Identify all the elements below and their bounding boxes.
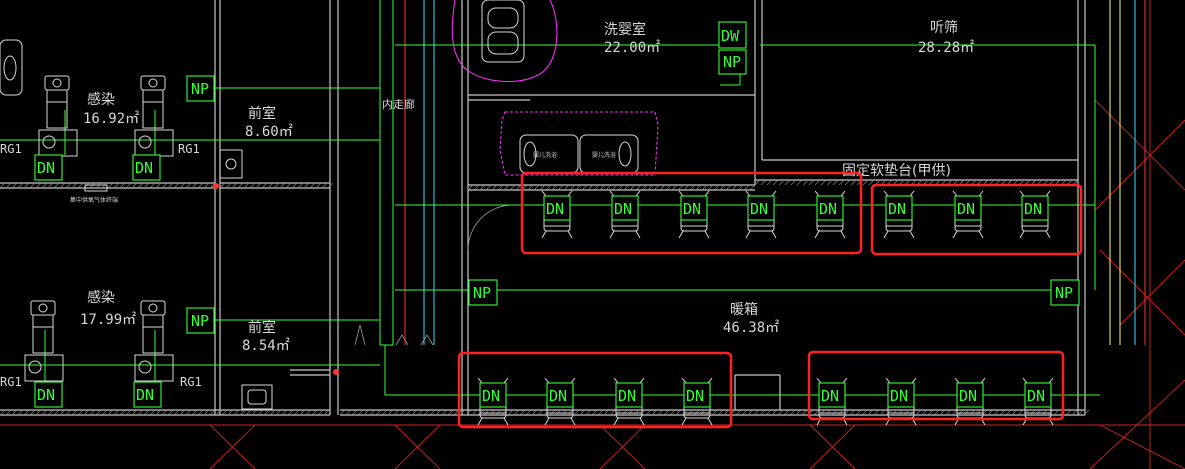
- dn-tag[interactable]: DN: [132, 154, 161, 181]
- walls: [0, 0, 1086, 416]
- incubator-units: DN DN DN DN DN DN DN DN DN DN DN DN DN DN DN DN DN DN DN DN: [34, 154, 1054, 426]
- highlight-boxes: [457, 171, 1083, 429]
- dn-incubator-unit[interactable]: DN: [681, 377, 713, 426]
- dn-incubator-unit[interactable]: DN: [678, 190, 710, 239]
- room-area-anteroom-bottom: 8.54㎡: [242, 338, 290, 354]
- bed-fixture: [134, 300, 174, 382]
- svg-text:DW: DW: [721, 27, 740, 45]
- dn-tag-label: DN: [136, 386, 154, 404]
- room-name-anteroom-top: 前室: [248, 105, 276, 122]
- dn-incubator-unit[interactable]: DN: [541, 190, 573, 239]
- rg1-label-top-right: RG1: [178, 142, 200, 156]
- room-area-listen: 28.28㎡: [918, 40, 974, 56]
- dn-tag-label: DN: [957, 200, 975, 218]
- bed-fixture: [38, 75, 78, 157]
- room-name-corridor: 内走廊: [382, 97, 415, 111]
- room-name-bath: 洗婴室: [604, 21, 646, 38]
- dn-tag[interactable]: DN: [34, 154, 63, 181]
- room-area-warm: 46.38㎡: [723, 320, 779, 336]
- rg1-label-bottom-right: RG1: [180, 375, 202, 389]
- room-name-fixed: 固定软垫台(甲供): [842, 163, 951, 179]
- room-area-infect-top: 16.92㎡: [83, 111, 139, 127]
- rg1-label-top-left: RG1: [0, 142, 22, 156]
- dn-tag-label: DN: [1024, 200, 1042, 218]
- dn-incubator-unit[interactable]: DN: [609, 190, 641, 239]
- dn-tag-label: DN: [37, 159, 55, 177]
- baby-bath-label-2: 婴儿洗浴: [592, 151, 616, 159]
- dn-incubator-unit[interactable]: DN: [1022, 377, 1054, 426]
- dn-tag-label: DN: [135, 159, 153, 177]
- dn-incubator-unit[interactable]: DN: [954, 377, 986, 426]
- dn-tag-label: DN: [614, 200, 632, 218]
- dn-incubator-unit[interactable]: DN: [1019, 190, 1051, 239]
- dn-incubator-unit[interactable]: DN: [477, 377, 509, 426]
- dn-incubator-unit[interactable]: DN: [814, 190, 846, 239]
- bed-fixture: [134, 75, 174, 157]
- dn-incubator-unit[interactable]: DN: [883, 190, 915, 239]
- gas-terminal-note: 集中供氧气体终端: [70, 196, 118, 204]
- hospital-beds: [24, 75, 174, 382]
- room-area-anteroom-top: 8.60㎡: [245, 124, 293, 140]
- rg-labels: RG1 RG1 RG1 RG1: [0, 142, 202, 389]
- dn-tag-label: DN: [821, 387, 839, 405]
- room-name-anteroom-bottom: 前室: [248, 319, 276, 336]
- room-name-warm: 暖箱: [730, 302, 758, 318]
- dn-tag-label: DN: [819, 200, 837, 218]
- np-tags: NP NP NP NP NP DW: [186, 21, 1080, 334]
- bath-fixture-outline: [451, 0, 659, 176]
- dn-tag-label: DN: [959, 387, 977, 405]
- svg-text:NP: NP: [191, 80, 209, 98]
- dn-tag-label: DN: [683, 200, 701, 218]
- room-area-infect-bottom: 17.99㎡: [80, 312, 136, 328]
- dn-tag-label: DN: [1027, 387, 1045, 405]
- dn-tag-label: DN: [618, 387, 636, 405]
- dn-tag-label: DN: [549, 387, 567, 405]
- np-tag[interactable]: NP: [186, 75, 215, 102]
- corridor-pipes: [354, 0, 1146, 346]
- dn-tag-label: DN: [888, 200, 906, 218]
- svg-text:NP: NP: [473, 284, 491, 302]
- dn-tag-label: DN: [37, 386, 55, 404]
- room-labels: 感染 16.92㎡ 前室 8.60㎡ 内走廊 洗婴室 22.00㎡ 听筛 28.…: [70, 20, 974, 354]
- dn-tag-label: DN: [890, 387, 908, 405]
- dn-incubator-unit[interactable]: DN: [816, 377, 848, 426]
- sinks: [84, 149, 339, 410]
- dn-incubator-unit[interactable]: DN: [952, 190, 984, 239]
- baby-baths: 婴儿洗浴 婴儿洗浴: [0, 0, 639, 174]
- room-area-bath: 22.00㎡: [604, 40, 660, 56]
- np-tag[interactable]: NP: [718, 49, 747, 75]
- dn-incubator-unit[interactable]: DN: [745, 190, 777, 239]
- bed-fixture: [24, 300, 64, 382]
- np-tag[interactable]: NP: [186, 307, 215, 334]
- room-name-infect-top: 感染: [87, 91, 115, 108]
- baby-bath-label-1: 婴儿洗浴: [533, 151, 557, 159]
- rg1-label-bottom-left: RG1: [0, 375, 22, 389]
- room-name-infect-bottom: 感染: [87, 289, 115, 306]
- np-tag[interactable]: NP: [468, 279, 498, 306]
- dw-tag[interactable]: DW: [718, 21, 747, 49]
- dn-tag-label: DN: [686, 387, 704, 405]
- dn-tag[interactable]: DN: [133, 381, 162, 408]
- svg-text:NP: NP: [1055, 284, 1073, 302]
- svg-text:NP: NP: [191, 312, 209, 330]
- dn-incubator-unit[interactable]: DN: [613, 377, 645, 426]
- dn-tag-label: DN: [482, 387, 500, 405]
- room-name-listen: 听筛: [930, 20, 958, 36]
- dn-tag[interactable]: DN: [34, 381, 63, 408]
- dn-tag-label: DN: [750, 200, 768, 218]
- dn-incubator-unit[interactable]: DN: [544, 377, 576, 426]
- np-tag[interactable]: NP: [1050, 279, 1080, 306]
- svg-text:NP: NP: [723, 53, 741, 71]
- dn-tag-label: DN: [546, 200, 564, 218]
- wall-hatching: [0, 179, 1090, 416]
